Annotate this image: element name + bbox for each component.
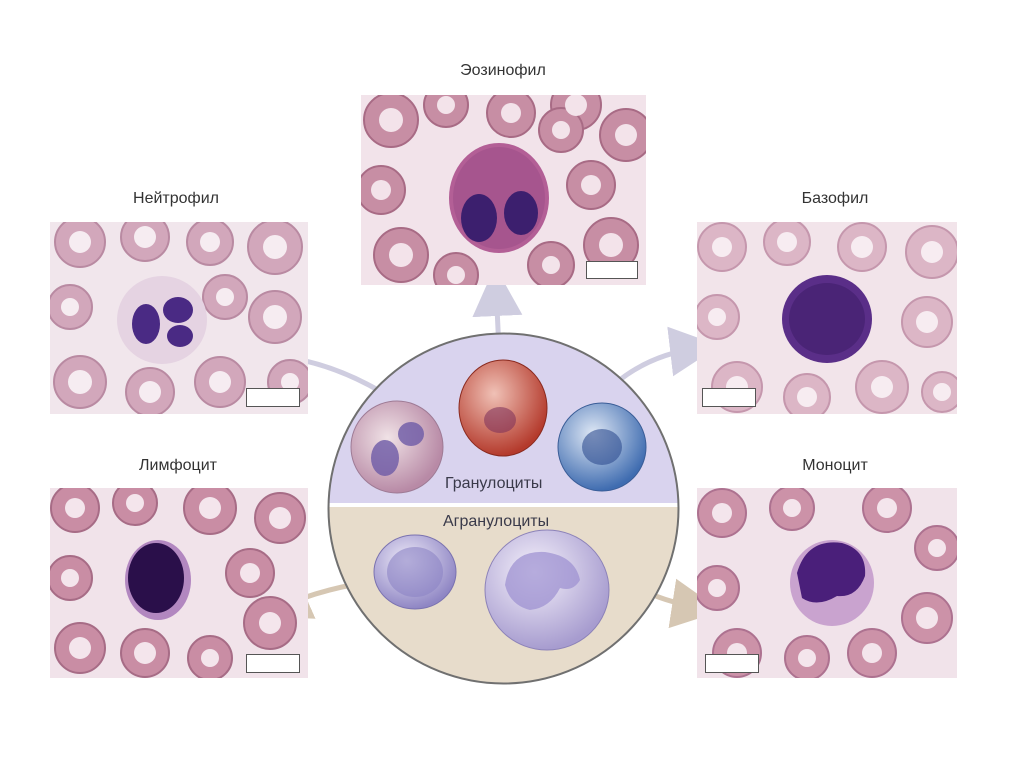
lymphocyte-label: Лимфоцит <box>115 457 241 475</box>
basophil-micrograph <box>697 222 957 414</box>
monocyte-micrograph <box>697 488 957 678</box>
agranulocytes-label: Агранулоциты <box>443 513 549 531</box>
lymphocyte-illustration <box>374 535 456 609</box>
eosinophil-label: Эозинофил <box>440 62 566 80</box>
neutrophil-micrograph <box>50 222 308 414</box>
scale-bar <box>246 654 300 673</box>
basophil-label: Базофил <box>772 190 898 208</box>
scale-bar <box>702 388 756 407</box>
scale-bar <box>705 654 759 673</box>
granulocytes-label: Гранулоциты <box>445 475 542 493</box>
leukocyte-classification-circle: Гранулоциты Агранулоциты <box>325 330 682 687</box>
monocyte-label: Моноцит <box>772 457 898 475</box>
scale-bar <box>586 261 638 279</box>
lymphocyte-micrograph <box>50 488 308 678</box>
monocyte-illustration <box>485 530 609 650</box>
neutrophil-illustration <box>351 401 443 493</box>
eosinophil-micrograph <box>361 95 646 285</box>
eosinophil-illustration <box>459 360 547 456</box>
neutrophil-label: Нейтрофил <box>113 190 239 208</box>
basophil-illustration <box>558 403 646 491</box>
scale-bar <box>246 388 300 407</box>
